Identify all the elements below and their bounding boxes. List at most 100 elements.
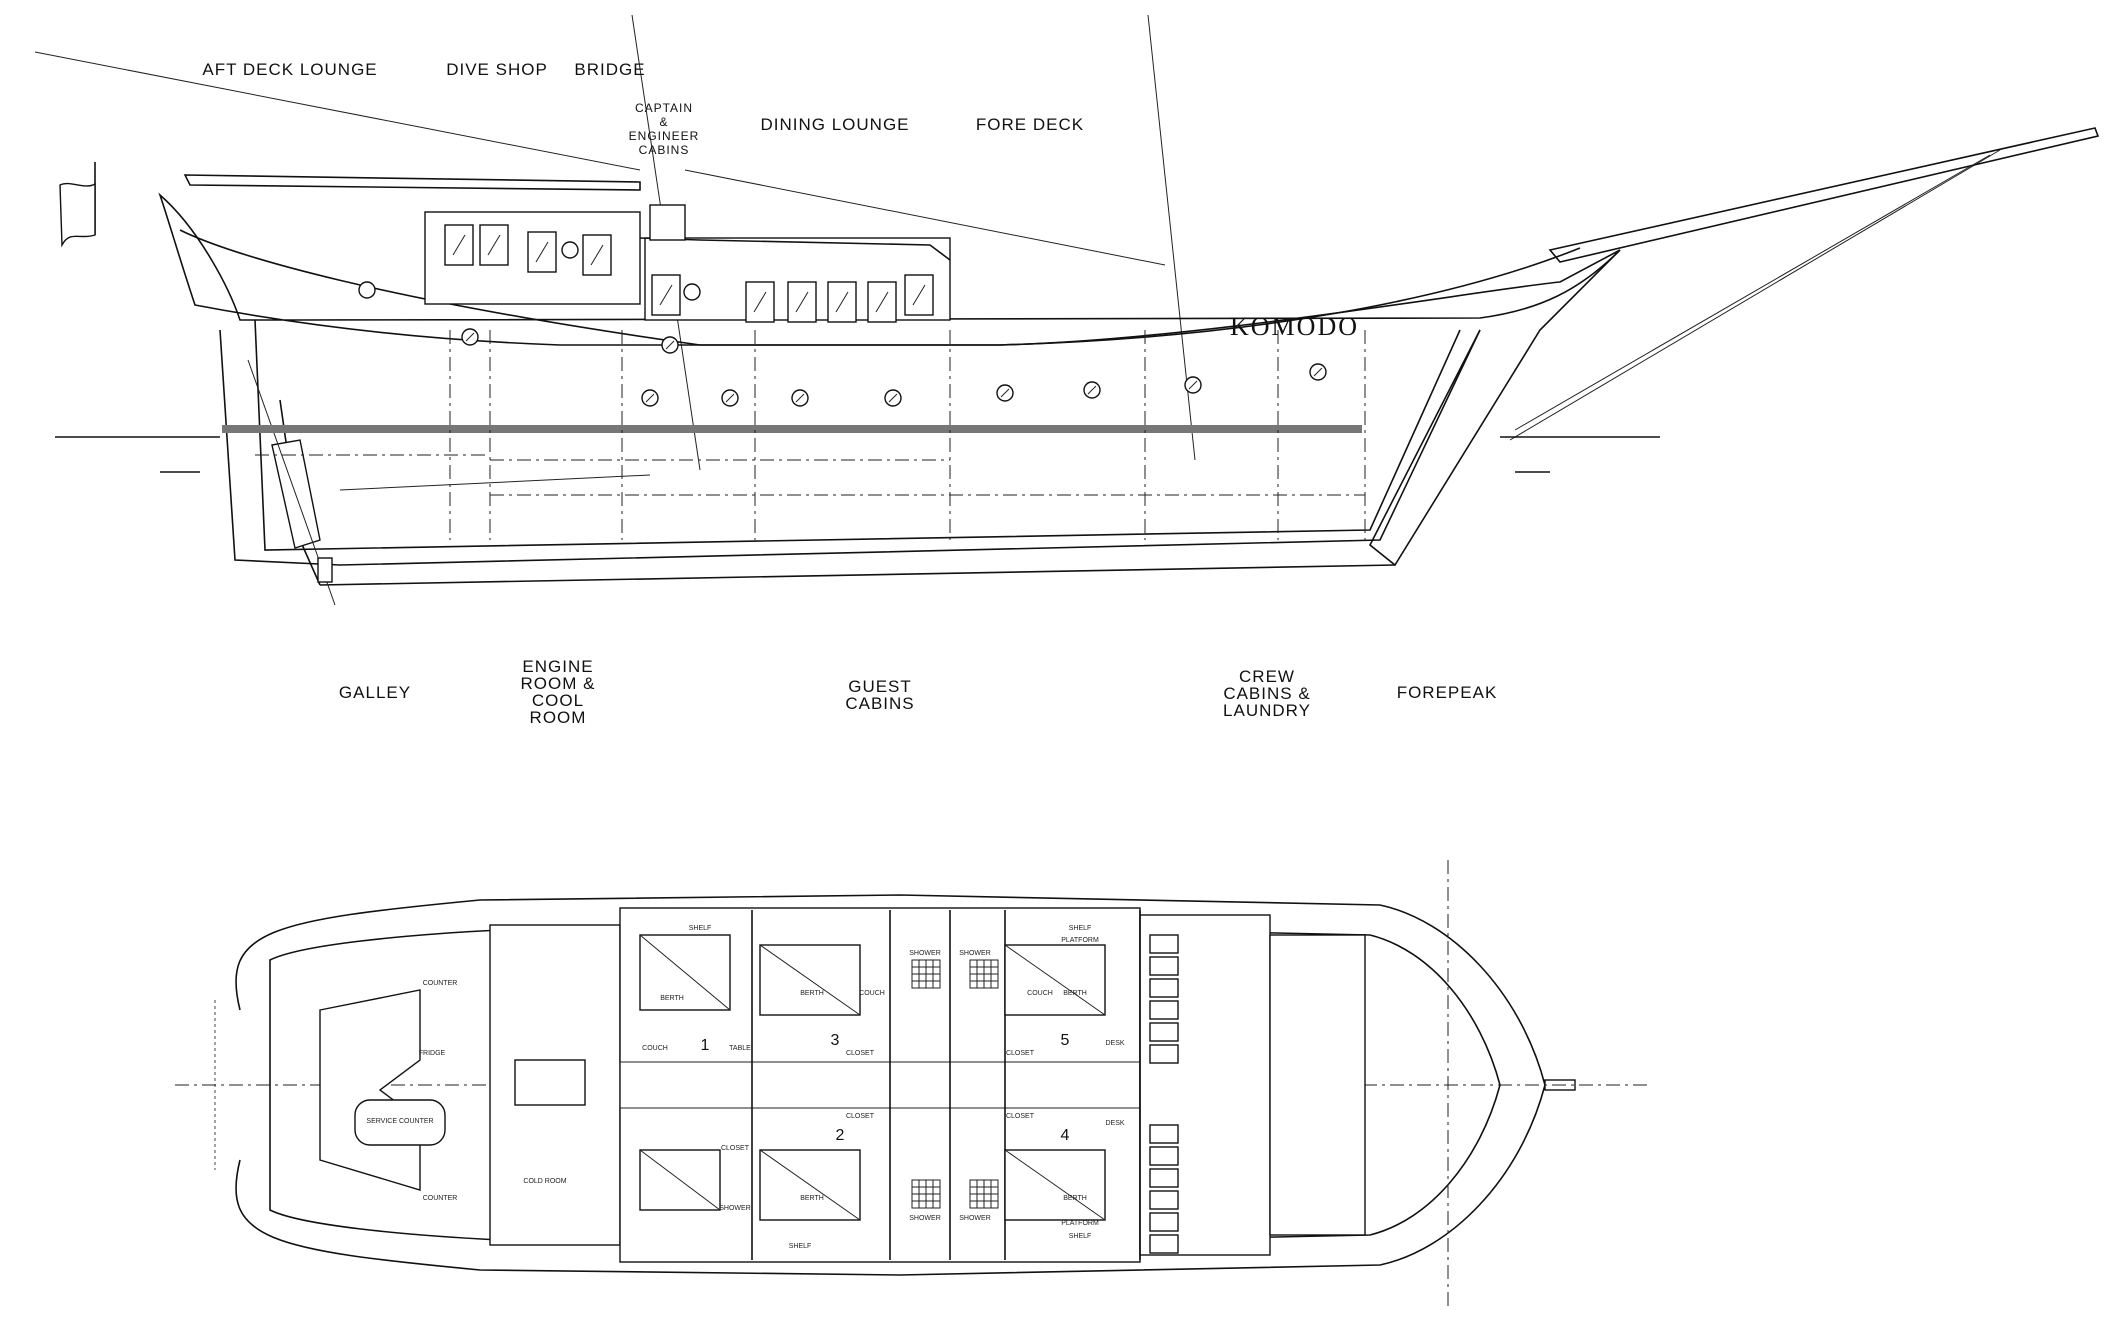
- cabin-number: 2: [836, 1127, 845, 1144]
- crew-bunk: [1149, 1190, 1179, 1210]
- crew-cabins-label-line: LAUNDRY: [1223, 701, 1311, 720]
- crew-bunk: [1149, 1212, 1179, 1232]
- couch-note: COUCH: [1027, 990, 1053, 997]
- forepeak-label: FOREPEAK: [1397, 683, 1498, 702]
- closet-note: CLOSET: [846, 1113, 875, 1120]
- crew-bunk: [1149, 934, 1179, 954]
- captain-engineer-cabins-label-line: CABINS: [639, 143, 690, 157]
- prop-shaft: [339, 474, 651, 491]
- window-glare: [535, 241, 549, 263]
- deckhouse-porthole: [358, 281, 376, 299]
- counter-top-label: COUNTER: [423, 980, 458, 987]
- crew-bunk: [1149, 1146, 1179, 1166]
- fore-mast-line: [1147, 14, 1196, 461]
- captain-engineer-cabins-label-line: ENGINEER: [629, 129, 700, 143]
- deckhouse-windows: [358, 224, 934, 323]
- service-counter: [354, 1099, 446, 1146]
- desk-note: DESK: [1105, 1120, 1124, 1127]
- closet-note: CLOSET: [1006, 1050, 1035, 1057]
- porthole-glare: [795, 393, 805, 403]
- ensign-flag: [59, 182, 96, 248]
- hull-sheer-line: [179, 229, 1581, 346]
- mizzen-stay-line: [684, 169, 1166, 266]
- crew-bunk: [1149, 1000, 1179, 1020]
- wheelhouse-box: [649, 204, 686, 241]
- aft-awning: [183, 174, 641, 191]
- shower-grate: [990, 980, 999, 989]
- plan-view: SERVICE COUNTER COUNTER COUNTER FRIDGE C…: [175, 860, 1650, 1310]
- hull-topsides: [158, 192, 1621, 346]
- window-glare: [659, 284, 673, 306]
- porthole-glare: [1188, 380, 1198, 390]
- window-glare: [795, 291, 809, 313]
- main-engine: [514, 1059, 586, 1106]
- profile-area-labels: AFT DECK LOUNGE DIVE SHOP BRIDGE CAPTAIN&EN…: [202, 60, 1084, 157]
- propeller: [317, 557, 333, 583]
- bridge-label: BRIDGE: [574, 60, 645, 79]
- deckhouse-porthole: [561, 241, 579, 259]
- dining-lounge-label: DINING LOUNGE: [760, 115, 909, 134]
- cold-room-label: COLD ROOM: [523, 1178, 566, 1185]
- crew-bunk: [1149, 978, 1179, 998]
- fore-deck-label-line: FORE DECK: [976, 115, 1084, 134]
- galley-label: GALLEY: [339, 683, 411, 702]
- captain-engineer-cabins-label-line: &: [659, 115, 668, 129]
- closet-note: CLOSET: [721, 1145, 750, 1152]
- shelf-note: SHELF: [1069, 1233, 1092, 1240]
- window-glare: [452, 234, 466, 256]
- captain-engineer-cabins-label-line: CAPTAIN: [635, 101, 693, 115]
- hull-portholes: [461, 328, 1327, 407]
- profile-view: [34, 14, 2100, 606]
- shower-note: SHOWER: [909, 1215, 941, 1222]
- berth-fold: [639, 1149, 721, 1211]
- shower-note: SHOWER: [959, 950, 991, 957]
- porthole-glare: [665, 340, 675, 350]
- keel: [319, 564, 1396, 586]
- crew-bunk: [1149, 1168, 1179, 1188]
- window-glare: [835, 291, 849, 313]
- berth-fold: [1004, 944, 1106, 1016]
- shower-grate: [932, 980, 941, 989]
- crew-bunk: [1149, 1044, 1179, 1064]
- engine-room-label-line: ROOM &: [521, 674, 596, 693]
- berth-note: BERTH: [1063, 1195, 1087, 1202]
- couch-note: COUCH: [859, 990, 885, 997]
- berth-fold: [639, 934, 731, 1011]
- vessel-name: KOMODO: [1230, 312, 1359, 341]
- dive-shop-label: DIVE SHOP: [446, 60, 548, 79]
- berth-fold: [1004, 1149, 1106, 1221]
- porthole-glare: [725, 393, 735, 403]
- laundry-block: [1269, 934, 1366, 1236]
- deckhouse-porthole: [683, 283, 701, 301]
- porthole-glare: [465, 332, 475, 342]
- platform-note: PLATFORM: [1061, 1220, 1099, 1227]
- window: [827, 281, 857, 323]
- window-glare: [875, 291, 889, 313]
- window-glare: [487, 234, 501, 256]
- aft-stay-line: [34, 51, 641, 171]
- table-note: TABLE: [729, 1045, 751, 1052]
- galley-label-line: GALLEY: [339, 683, 411, 702]
- porthole-glare: [1087, 385, 1097, 395]
- profile-bulkheads: [255, 330, 1366, 540]
- berth-note: BERTH: [800, 990, 824, 997]
- berth-fold: [759, 944, 861, 1016]
- cabin-dividers: [639, 910, 1179, 1260]
- guest-cabins-label-line: GUEST: [848, 677, 912, 696]
- berth-note: BERTH: [800, 1195, 824, 1202]
- engine-room-label-line: ENGINE: [522, 657, 593, 676]
- crew-cabins-label-line: CABINS &: [1223, 684, 1310, 703]
- closet-note: CLOSET: [1006, 1113, 1035, 1120]
- forepeak-label-line: FOREPEAK: [1397, 683, 1498, 702]
- aft-deck-lounge-label-line: AFT DECK LOUNGE: [202, 60, 377, 79]
- shelf-note: SHELF: [789, 1243, 812, 1250]
- galley-area: [319, 989, 421, 1191]
- porthole-glare: [1313, 367, 1323, 377]
- cabin-number: 3: [831, 1032, 840, 1049]
- berth-note: BERTH: [1063, 990, 1087, 997]
- shower-grate: [932, 1200, 941, 1209]
